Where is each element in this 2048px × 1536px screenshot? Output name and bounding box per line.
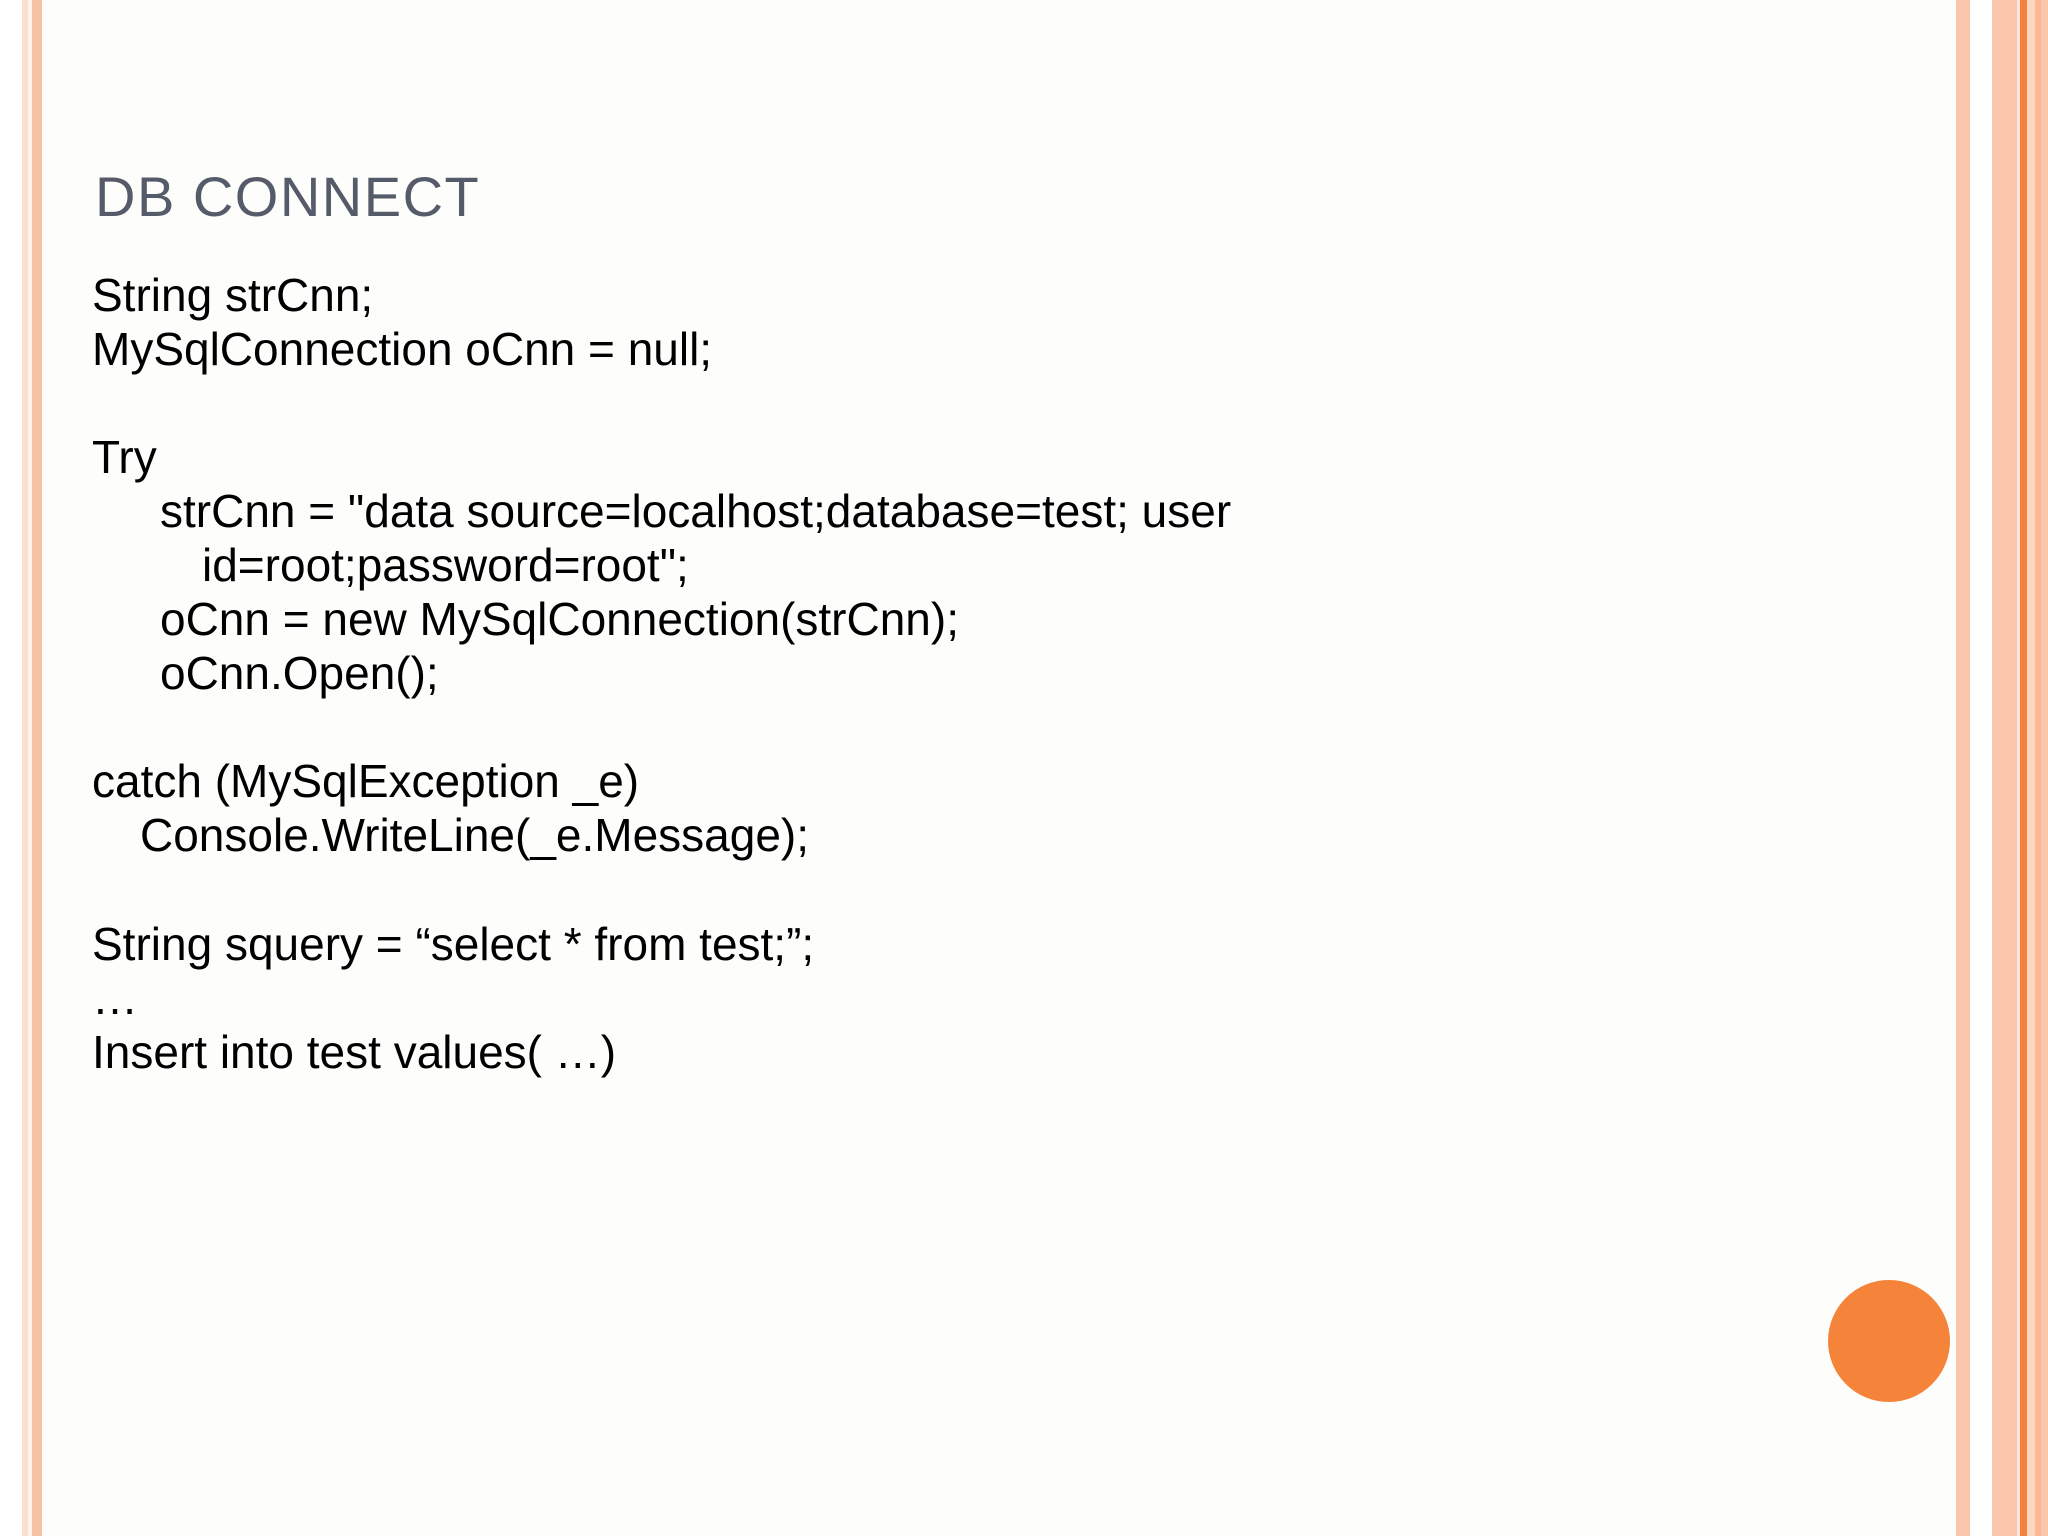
- code-line: Console.WriteLine(_e.Message);: [140, 809, 810, 862]
- right-border-stripe-orange-rule: [2020, 0, 2027, 1536]
- code-line: strCnn = "data source=localhost;database…: [160, 485, 1232, 538]
- code-line: String squery = “select * from test;”;: [92, 917, 815, 970]
- right-border-stripe-peach-2: [1992, 0, 2017, 1536]
- orange-accent-circle: [1828, 1280, 1950, 1402]
- code-line: …: [92, 971, 138, 1024]
- right-border-stripe-peach-1: [1956, 0, 1970, 1536]
- code-line: oCnn = new MySqlConnection(strCnn);: [160, 593, 959, 646]
- code-line: String strCnn;: [92, 269, 374, 321]
- right-decorative-border: [1956, 0, 2048, 1536]
- code-line: Insert into test values( …): [92, 1025, 617, 1078]
- right-border-stripe-cream: [2017, 0, 2020, 1536]
- code-line: Try: [92, 431, 157, 484]
- right-border-stripe-peach-5: [2041, 0, 2048, 1536]
- code-line: oCnn.Open();: [160, 647, 439, 700]
- code-listing: String strCnn; MySqlConnection oCnn = nu…: [92, 268, 1732, 1079]
- code-line-blank: [92, 376, 1732, 430]
- left-border-stripe-white: [0, 0, 22, 1536]
- code-line: catch (MySqlException _e): [92, 755, 640, 808]
- code-line: id=root;password=root";: [202, 539, 689, 592]
- left-border-stripe-pale: [22, 0, 28, 1536]
- code-line-blank: [92, 700, 1732, 754]
- code-line: MySqlConnection oCnn = null;: [92, 323, 713, 376]
- right-border-stripe-white: [1970, 0, 1992, 1536]
- code-line-blank: [92, 863, 1732, 917]
- right-border-stripe-peach-3: [2027, 0, 2035, 1536]
- right-border-stripe-peach-4: [2035, 0, 2041, 1536]
- left-decorative-border: [0, 0, 42, 1536]
- left-border-stripe-salmon: [32, 0, 42, 1536]
- left-border-stripe-cream: [28, 0, 32, 1536]
- page-title: DB CONNECT: [95, 165, 481, 228]
